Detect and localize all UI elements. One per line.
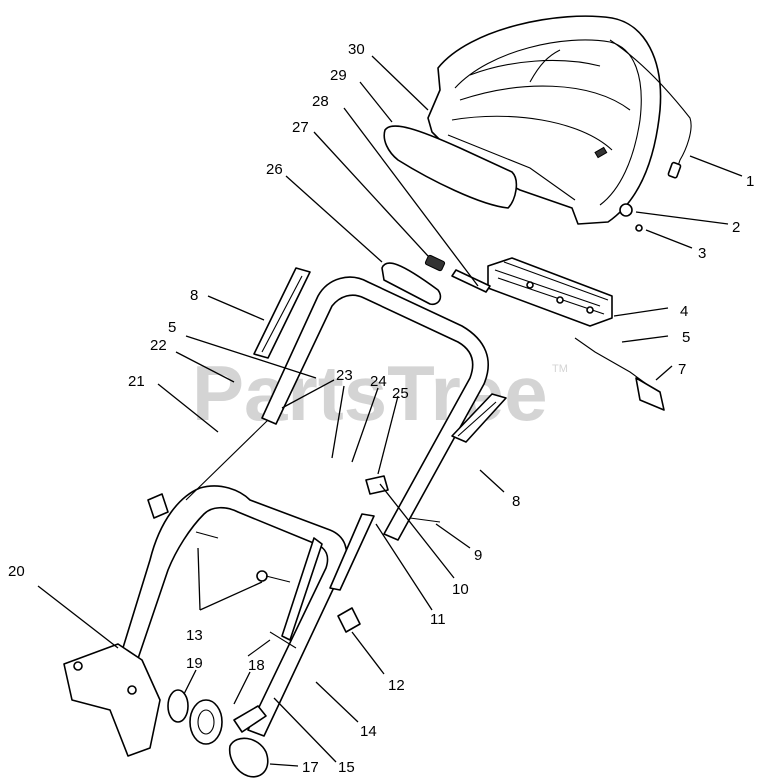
callout-7: 7 [678,361,686,378]
callout-26: 26 [266,161,283,178]
watermark-trademark: TM [552,363,568,375]
callout-14: 14 [360,723,377,740]
callout-25: 25 [392,385,409,402]
cable-part [609,39,692,173]
rod-part [451,269,491,293]
callout-labels: 30 29 28 27 26 1 2 3 8 4 5 5 22 7 21 23 … [8,41,754,776]
leader-lines [37,55,743,767]
callout-24: 24 [370,373,387,390]
decal-part [383,125,518,209]
callout-9: 9 [474,547,482,564]
callout-1: 1 [746,173,754,190]
callout-8-right: 8 [512,493,520,510]
wheel-cap-part [228,737,269,778]
callout-13: 13 [186,627,203,644]
knob-right-part [337,607,361,633]
lower-rod-part [185,419,269,501]
callout-4: 4 [680,303,688,320]
callout-5-right: 5 [682,329,690,346]
callout-2: 2 [732,219,740,236]
upper-handle-part [261,276,489,541]
bolt-part [409,517,441,523]
hub-part [189,699,223,745]
callout-19: 19 [186,655,203,672]
control-bracket-part [487,257,613,327]
callout-17: 17 [302,759,319,776]
callout-12: 12 [388,677,405,694]
callout-23: 23 [336,367,353,384]
callout-22: 22 [150,337,167,354]
lower-handle-part [109,485,348,737]
callout-30: 30 [348,41,365,58]
callout-10: 10 [452,581,469,598]
callout-15: 15 [338,759,355,776]
spring-part [424,254,446,272]
callout-3: 3 [698,245,706,262]
callout-27: 27 [292,119,309,136]
deck-bracket-part [63,643,161,757]
spacer-part [167,689,189,723]
washer-part [619,203,633,217]
callout-8-left: 8 [190,287,198,304]
callout-5-left: 5 [168,319,176,336]
callout-18: 18 [248,657,265,674]
watermark: PartsTree [192,349,548,437]
grip-part [381,262,442,306]
callout-28: 28 [312,93,329,110]
cable-end-part [635,377,665,411]
callout-21: 21 [128,373,145,390]
callout-29: 29 [330,67,347,84]
callout-11: 11 [430,611,446,628]
screw-part [635,224,643,232]
callout-20: 20 [8,563,25,580]
